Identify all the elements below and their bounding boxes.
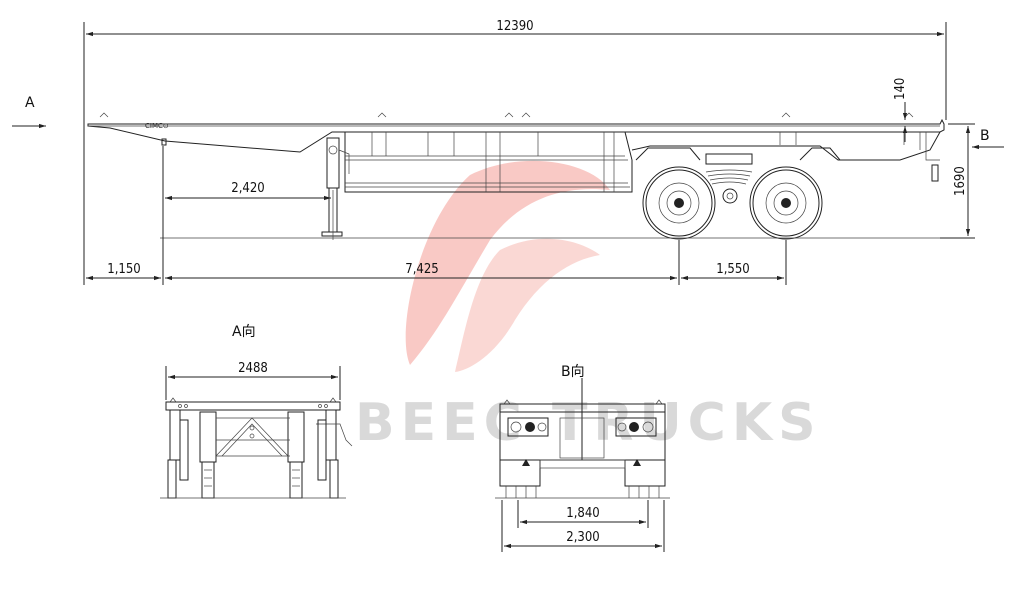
dim-2420-label: 2,420 [231,181,264,196]
rear-wheel-1 [642,166,716,240]
rear-track-label: 1,840 [566,506,599,521]
side-view: 12390 A B CIMC⊙ [12,19,1004,285]
dim-7425-label: 7,425 [405,262,438,277]
dim-1550-label: 1,550 [716,262,749,277]
dim-140-label: 140 [893,78,908,100]
front-view-title: A向 [232,324,256,340]
rear-width-label: 2,300 [566,530,599,545]
dim-1690-label: 1690 [953,166,968,196]
overall-length-label: 12390 [496,19,533,34]
rear-lamp-cluster-right [615,417,657,437]
view-b-label: B [980,128,990,144]
dim-1150-label: 1,150 [107,262,140,277]
watermark-text: BEEC TRUCKS [355,393,822,453]
rear-wheel-2 [749,166,823,240]
rear-lamp-cluster-left [507,417,549,437]
rear-view: B向 [495,364,670,552]
view-a-label: A [25,95,35,111]
watermark-logo [405,160,610,372]
brand-logo-text: CIMC⊙ [145,122,169,130]
front-view: A向 2488 [160,324,353,499]
front-width-label: 2488 [238,361,268,376]
rear-view-title: B向 [561,364,585,380]
